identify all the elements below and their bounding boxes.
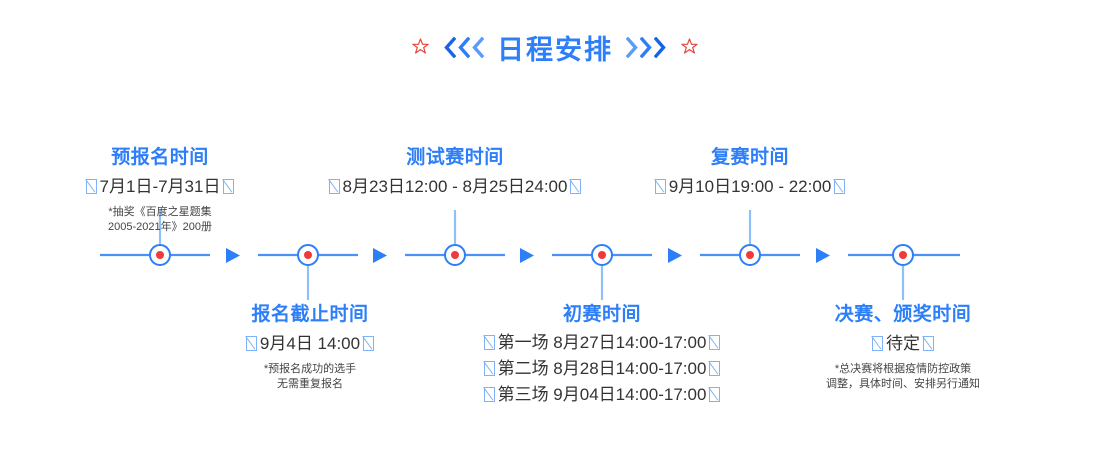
event-note-line: 2005-2021年》200册: [108, 221, 212, 233]
tofu-glyph-icon: [328, 179, 340, 194]
chevron-right-triple-icon: [626, 36, 667, 58]
event-heading: 报名截止时间: [251, 304, 369, 325]
event-date-text: 第三场 9月04日14:00-17:00: [497, 385, 707, 404]
tofu-glyph-icon: [872, 336, 883, 351]
event-date-text: 第一场 8月27日14:00-17:00: [497, 333, 707, 352]
event-heading: 复赛时间: [710, 147, 789, 168]
event-date: 8月23日12:00 - 8月25日24:00: [305, 174, 605, 199]
event-heading: 预报名时间: [111, 147, 209, 168]
tofu-glyph-icon: [570, 179, 582, 194]
event-block-preliminary: 初赛时间 第一场 8月27日14:00-17:00 第二场 8月28日14:00…: [477, 302, 727, 408]
tofu-glyph-icon: [709, 387, 721, 402]
event-heading: 初赛时间: [562, 304, 641, 325]
event-heading: 测试赛时间: [406, 147, 504, 168]
timeline-node-final-award[interactable]: [892, 244, 914, 266]
event-date-row: 第一场 8月27日14:00-17:00: [477, 330, 727, 356]
timeline-node-semifinal[interactable]: [739, 244, 761, 266]
tofu-glyph-icon: [245, 336, 257, 351]
event-date-list: 第一场 8月27日14:00-17:00 第二场 8月28日14:00-17:0…: [477, 330, 727, 408]
event-note: *预报名成功的选手 无需重复报名: [180, 362, 440, 392]
event-note-line: *总决赛将根据疫情防控政策: [834, 363, 972, 375]
event-note-line: *预报名成功的选手: [263, 363, 357, 375]
timeline-node-pre-registration[interactable]: [149, 244, 171, 266]
page-title-row: 日程安排: [0, 26, 1110, 68]
event-date-text: 8月23日12:00 - 8月25日24:00: [342, 177, 568, 196]
tofu-glyph-icon: [923, 336, 934, 351]
tofu-glyph-icon: [223, 179, 235, 194]
event-date-text: 9月10日19:00 - 22:00: [668, 177, 832, 196]
tofu-glyph-icon: [654, 179, 666, 194]
event-date-text: 待定: [886, 334, 920, 353]
event-block-pre-registration: 预报名时间 7月1日-7月31日 *抽奖《百度之星题集 2005-2021年》2…: [30, 145, 290, 235]
event-block-semifinal: 复赛时间 9月10日19:00 - 22:00: [630, 145, 870, 199]
event-heading: 决赛、颁奖时间: [834, 304, 972, 325]
timeline-node-test-match[interactable]: [444, 244, 466, 266]
tofu-glyph-icon: [834, 179, 846, 194]
tofu-glyph-icon: [483, 387, 495, 402]
tofu-glyph-icon: [363, 336, 375, 351]
event-date-row: 第三场 9月04日14:00-17:00: [477, 382, 727, 408]
page-title: 日程安排: [497, 34, 613, 65]
tofu-glyph-icon: [483, 335, 495, 350]
tofu-glyph-icon: [709, 335, 721, 350]
timeline-node-registration-deadline[interactable]: [297, 244, 319, 266]
event-block-final-award: 决赛、颁奖时间 待定 *总决赛将根据疫情防控政策 调整，具体时间、安排另行通知: [783, 302, 1023, 392]
event-date-row: 第二场 8月28日14:00-17:00: [477, 356, 727, 382]
event-note-line: *抽奖《百度之星题集: [108, 206, 212, 218]
event-block-registration-deadline: 报名截止时间 9月4日 14:00 *预报名成功的选手 无需重复报名: [180, 302, 440, 392]
tofu-glyph-icon: [85, 179, 97, 194]
event-date-text: 7月1日-7月31日: [99, 177, 221, 196]
event-date-text: 9月4日 14:00: [259, 334, 361, 353]
event-date: 7月1日-7月31日: [30, 174, 290, 199]
event-date-text: 第二场 8月28日14:00-17:00: [497, 359, 707, 378]
event-block-test-match: 测试赛时间 8月23日12:00 - 8月25日24:00: [305, 145, 605, 199]
event-note-line: 无需重复报名: [277, 378, 343, 390]
chevron-left-triple-icon: [443, 36, 484, 58]
tofu-glyph-icon: [709, 361, 721, 376]
event-date: 9月4日 14:00: [180, 331, 440, 356]
tofu-glyph-icon: [483, 361, 495, 376]
event-note: *总决赛将根据疫情防控政策 调整，具体时间、安排另行通知: [783, 362, 1023, 392]
event-date: 9月10日19:00 - 22:00: [630, 174, 870, 199]
event-note-line: 调整，具体时间、安排另行通知: [826, 378, 980, 390]
star-icon: [680, 37, 699, 56]
timeline-node-preliminary[interactable]: [591, 244, 613, 266]
event-date: 待定: [783, 331, 1023, 356]
star-icon: [411, 37, 430, 56]
event-note: *抽奖《百度之星题集 2005-2021年》200册: [30, 205, 290, 235]
